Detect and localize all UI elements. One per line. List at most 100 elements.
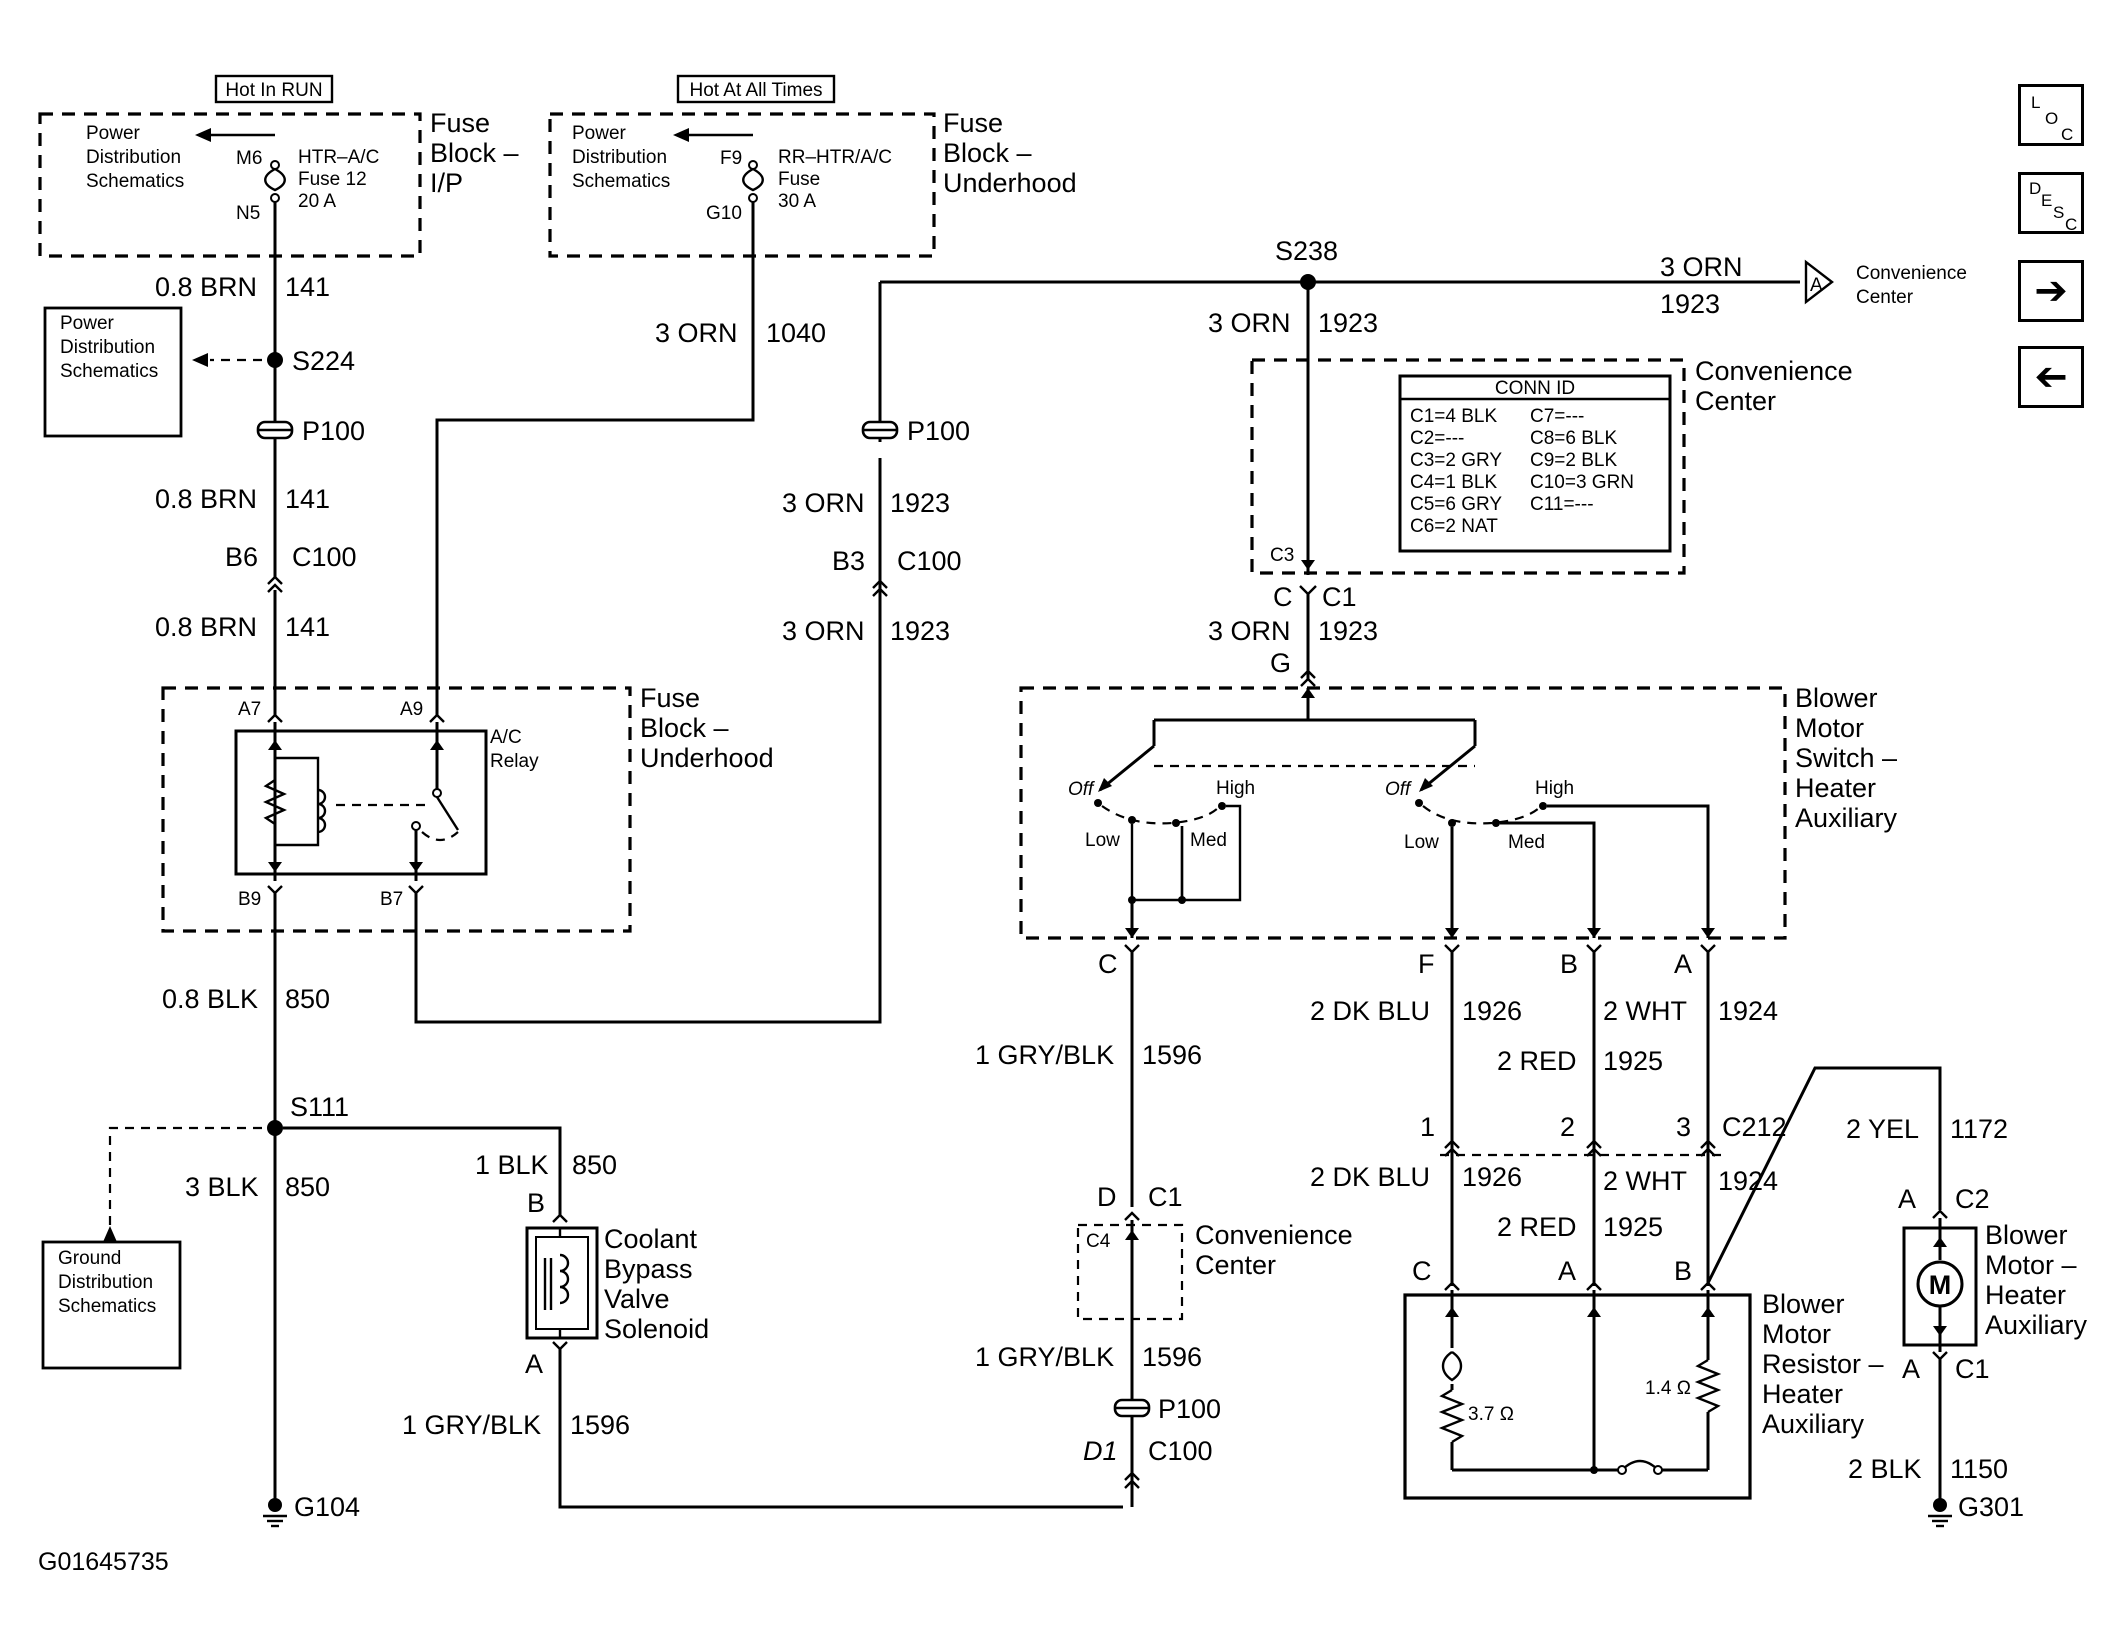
svg-text:B: B <box>527 1188 545 1218</box>
svg-text:F: F <box>1418 949 1435 979</box>
svg-text:B3: B3 <box>832 546 865 576</box>
fuse-icon <box>742 167 764 192</box>
svg-text:M: M <box>1929 1270 1952 1300</box>
svg-text:2 DK BLU: 2 DK BLU <box>1310 1162 1430 1192</box>
left-feed-circuit: 0.8 BRN 141 S224 Power Distribution Sche… <box>43 202 365 715</box>
svg-text:2 RED: 2 RED <box>1497 1046 1577 1076</box>
description-button[interactable]: D E S C <box>2018 172 2084 234</box>
svg-text:P100: P100 <box>302 416 365 446</box>
svg-text:2 WHT: 2 WHT <box>1603 1166 1687 1196</box>
svg-text:C1: C1 <box>1322 582 1357 612</box>
pin-b9: B9 <box>238 889 261 910</box>
svg-text:141: 141 <box>285 484 330 514</box>
svg-text:Center: Center <box>1856 287 1914 308</box>
svg-text:Auxiliary: Auxiliary <box>1795 803 1898 833</box>
svg-text:B: B <box>1674 1256 1692 1286</box>
svg-text:Distribution: Distribution <box>60 337 155 358</box>
blower-motor-title: Blower <box>1985 1220 2068 1250</box>
svg-text:1925: 1925 <box>1603 1046 1663 1076</box>
svg-text:CONN ID: CONN ID <box>1495 378 1575 399</box>
pin-f9: F9 <box>720 148 742 169</box>
svg-text:1596: 1596 <box>570 1410 630 1440</box>
fuse-icon <box>264 167 286 192</box>
svg-text:1923: 1923 <box>1318 308 1378 338</box>
thermal-fuse-icon <box>1441 1351 1463 1382</box>
svg-text:3 ORN: 3 ORN <box>1208 616 1291 646</box>
svg-text:3 ORN: 3 ORN <box>782 616 865 646</box>
fuse-block-ip: Hot In RUN Fuse Block – I/P Power Distri… <box>38 74 519 258</box>
previous-button[interactable]: ➔ <box>2018 346 2084 408</box>
svg-text:Heater: Heater <box>1985 1280 2066 1310</box>
convenience-center-title: Convenience <box>1195 1220 1353 1250</box>
svg-text:20 A: 20 A <box>298 191 336 212</box>
wire-1596: 1 GRY/BLK 1596 D C1 C4 Convenience Cente… <box>975 952 1353 1507</box>
svg-text:Relay: Relay <box>490 751 539 772</box>
arrow-left-icon <box>195 128 211 142</box>
fuse-block-underhood-title: Fuse <box>640 683 700 713</box>
next-button[interactable]: ➔ <box>2018 260 2084 322</box>
thermal-fuse-icon <box>1621 1459 1659 1471</box>
svg-text:0.8 BRN: 0.8 BRN <box>155 484 257 514</box>
svg-text:Block –: Block – <box>943 138 1032 168</box>
convenience-center-ref: Convenience <box>1856 263 1967 284</box>
arrow-left-icon: ➔ <box>2034 354 2068 400</box>
svg-text:30 A: 30 A <box>778 191 816 212</box>
svg-text:Distribution: Distribution <box>58 1272 153 1293</box>
svg-text:A: A <box>525 1349 543 1379</box>
svg-text:Fuse: Fuse <box>778 169 820 190</box>
blower-resistor-title: Blower <box>1762 1289 1845 1319</box>
svg-text:Off: Off <box>1385 779 1412 800</box>
svg-text:S238: S238 <box>1275 236 1338 266</box>
svg-text:C: C <box>1412 1256 1432 1286</box>
svg-text:1923: 1923 <box>890 616 950 646</box>
svg-text:Valve: Valve <box>604 1284 670 1314</box>
svg-text:D: D <box>1097 1182 1117 1212</box>
svg-text:Underhood: Underhood <box>640 743 774 773</box>
switch-blade-icon <box>1420 744 1476 792</box>
svg-text:Med: Med <box>1508 832 1545 853</box>
svg-text:2: 2 <box>1560 1112 1575 1142</box>
arrow-right-icon: ➔ <box>2034 268 2068 314</box>
svg-text:850: 850 <box>285 1172 330 1202</box>
svg-text:A: A <box>1674 949 1692 979</box>
svg-text:1925: 1925 <box>1603 1212 1663 1242</box>
s238-splice-circuit: S238 3 ORN 1923 A Convenience Center 3 O… <box>1208 236 1967 575</box>
svg-text:B: B <box>1560 949 1578 979</box>
svg-text:2 WHT: 2 WHT <box>1603 996 1687 1026</box>
svg-text:3 BLK: 3 BLK <box>185 1172 259 1202</box>
svg-text:3: 3 <box>1676 1112 1691 1142</box>
svg-text:High: High <box>1535 778 1574 799</box>
blower-harness: 2 DK BLU 1926 2 WHT 1924 2 RED 1925 1 2 … <box>1310 952 1787 1286</box>
diode-resistor-icon <box>263 779 287 825</box>
svg-text:Schematics: Schematics <box>86 171 184 192</box>
svg-text:1924: 1924 <box>1718 1166 1778 1196</box>
svg-text:Auxiliary: Auxiliary <box>1985 1310 2088 1340</box>
wire-1040: 3 ORN 1040 <box>435 202 826 715</box>
svg-text:G: G <box>1270 648 1291 678</box>
svg-text:Center: Center <box>1195 1250 1276 1280</box>
fuse-block-underhood-title: Fuse <box>943 108 1003 138</box>
c100-connector <box>1124 1471 1140 1489</box>
pin-n5: N5 <box>236 203 260 224</box>
svg-text:Resistor –: Resistor – <box>1762 1349 1884 1379</box>
location-button[interactable]: L O C <box>2018 84 2084 146</box>
svg-text:Schematics: Schematics <box>60 361 158 382</box>
svg-text:1923: 1923 <box>1660 289 1720 319</box>
svg-text:Low: Low <box>1404 832 1439 853</box>
svg-text:Heater: Heater <box>1762 1379 1843 1409</box>
svg-text:I/P: I/P <box>430 168 463 198</box>
svg-text:C100: C100 <box>897 546 962 576</box>
pin-a7: A7 <box>238 699 261 720</box>
fuse-12-label: HTR–A/C <box>298 147 379 168</box>
svg-text:High: High <box>1216 778 1255 799</box>
svg-text:Off: Off <box>1068 779 1095 800</box>
svg-text:2 BLK: 2 BLK <box>1848 1454 1922 1484</box>
ground-distribution-label: Ground <box>58 1248 121 1269</box>
svg-text:1040: 1040 <box>766 318 826 348</box>
solenoid-coil-icon <box>559 1253 570 1305</box>
svg-text:1596: 1596 <box>1142 1342 1202 1372</box>
svg-text:2 YEL: 2 YEL <box>1846 1114 1919 1144</box>
svg-text:1 GRY/BLK: 1 GRY/BLK <box>402 1410 541 1440</box>
